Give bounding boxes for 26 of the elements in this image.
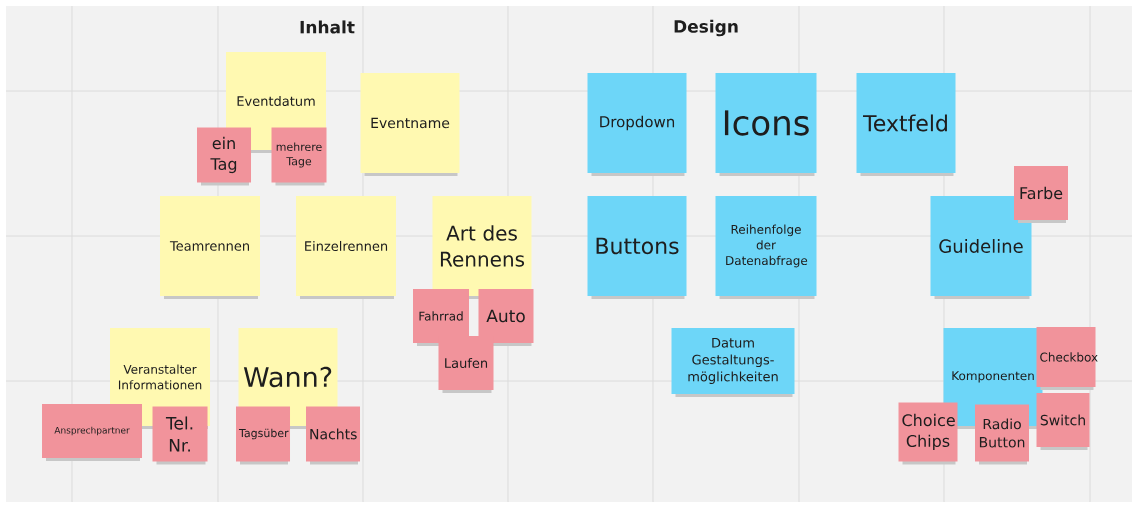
sticky-note: Teamrennen (160, 196, 260, 299)
sticky-note: Eventname (360, 73, 460, 176)
sticky-note: Reihenfolge der Datenabfrage (715, 196, 817, 299)
sticky-note: Fahrrad (413, 289, 469, 346)
sticky-note: Switch (1036, 393, 1090, 450)
sticky-note: Buttons (587, 196, 687, 299)
sticky-note: Checkbox (1036, 327, 1098, 390)
sticky-note: Radio Button (975, 404, 1029, 465)
sticky-note: Tel. Nr. (152, 406, 208, 465)
sticky-note: Nachts (306, 406, 360, 465)
sticky-note: Datum Gestaltungs-möglichkeiten (671, 328, 795, 397)
section-heading: Design (674, 19, 738, 37)
sticky-note: Dropdown (587, 73, 687, 176)
section-heading: Inhalt (300, 20, 355, 34)
sticky-note: ein Tag (197, 127, 251, 186)
sticky-note: Tagsüber (236, 406, 290, 465)
sticky-note: Laufen (438, 336, 494, 393)
sticky-note: Einzelrennen (296, 196, 396, 299)
sticky-note: mehrere Tage (271, 127, 327, 186)
sticky-note: Ansprechpartner (42, 404, 142, 461)
sticky-note: Choice Chips (898, 402, 958, 465)
sticky-note: Textfeld (856, 73, 956, 176)
sticky-note: Art des Rennens (432, 196, 532, 299)
sticky-note: Farbe (1014, 166, 1068, 223)
sticky-note: Auto (478, 289, 534, 346)
sticky-note: Icons (715, 73, 817, 176)
